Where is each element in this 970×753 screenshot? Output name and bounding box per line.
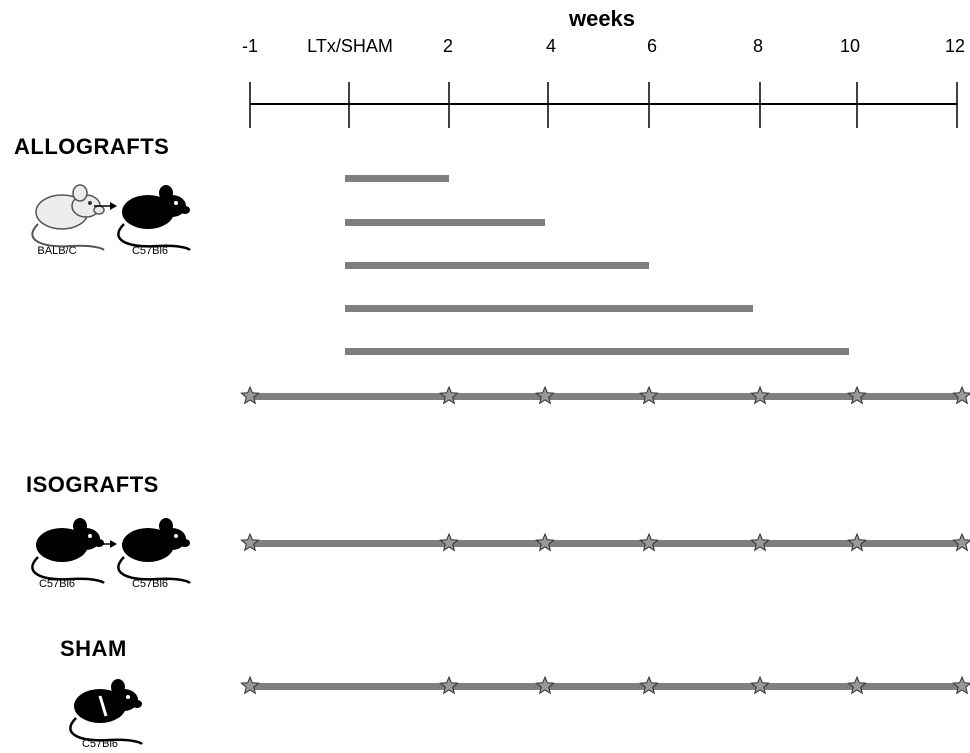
allografts-star-week-2: [439, 385, 459, 405]
tick-label-4: 4: [545, 36, 557, 56]
bar-week-4: [345, 219, 545, 226]
allografts-star-week-12: [952, 385, 970, 405]
c57bl6-recipient-mouse-icon: [117, 518, 191, 585]
balbc-mouse-icon: [31, 184, 105, 251]
tick-label-10: 10: [839, 36, 861, 56]
sham-timeline: [250, 683, 962, 690]
sham-star-week--1: [240, 675, 260, 695]
tick-label-6: 6: [646, 36, 658, 56]
isografts-star-week--1: [240, 532, 260, 552]
tick-label-ltx: LTx/SHAM: [307, 36, 393, 56]
allografts-star-week-6: [639, 385, 659, 405]
bar-week-2: [345, 175, 449, 182]
allograft-recipient-label: C57Bl6: [131, 245, 169, 257]
sham-mouse-icon: [69, 679, 143, 746]
allograft-timeline: [250, 393, 962, 400]
tick-label-8: 8: [752, 36, 764, 56]
sham-star-week-10: [847, 675, 867, 695]
allografts-star-week--1: [240, 385, 260, 405]
c57bl6-donor-mouse-icon: [31, 518, 105, 585]
isografts-star-week-2: [439, 532, 459, 552]
sham-star-week-6: [639, 675, 659, 695]
c57bl6-mouse-icon: [117, 185, 191, 252]
isograft-recipient-label: C57Bl6: [131, 578, 169, 590]
sham-star-week-8: [750, 675, 770, 695]
tick-label-2: 2: [442, 36, 454, 56]
arrow-icon: [94, 540, 117, 548]
bar-week-10: [345, 348, 849, 355]
sham-star-week-2: [439, 675, 459, 695]
isografts-label: ISOGRAFTS: [26, 472, 159, 497]
isografts-star-week-6: [639, 532, 659, 552]
timeline-stars: [240, 385, 970, 695]
isografts-star-week-12: [952, 532, 970, 552]
allograft-mice: [31, 184, 191, 252]
isografts-star-week-4: [535, 532, 555, 552]
arrow-icon: [94, 202, 117, 210]
isografts-star-week-8: [750, 532, 770, 552]
allografts-star-week-8: [750, 385, 770, 405]
tick-label-12: 12: [944, 36, 966, 56]
main-axis: [249, 82, 958, 128]
sham-label: SHAM: [60, 636, 127, 661]
isografts-star-week-10: [847, 532, 867, 552]
bar-week-6: [345, 262, 649, 269]
allografts-label: ALLOGRAFTS: [14, 134, 170, 159]
isograft-donor-label: C57Bl6: [38, 578, 76, 590]
axis-title: weeks: [568, 6, 636, 31]
bar-week-8: [345, 305, 753, 312]
timelines: [250, 393, 962, 690]
incision-mark: [98, 695, 108, 717]
tick-label-minus1: -1: [241, 36, 259, 56]
allograft-donor-label: BALB/C: [37, 245, 77, 257]
isograft-timeline: [250, 540, 962, 547]
allograft-bars: [345, 175, 849, 355]
allografts-star-week-10: [847, 385, 867, 405]
sham-star-week-12: [952, 675, 970, 695]
isograft-mice: [31, 518, 191, 585]
allografts-star-week-4: [535, 385, 555, 405]
sham-star-week-4: [535, 675, 555, 695]
